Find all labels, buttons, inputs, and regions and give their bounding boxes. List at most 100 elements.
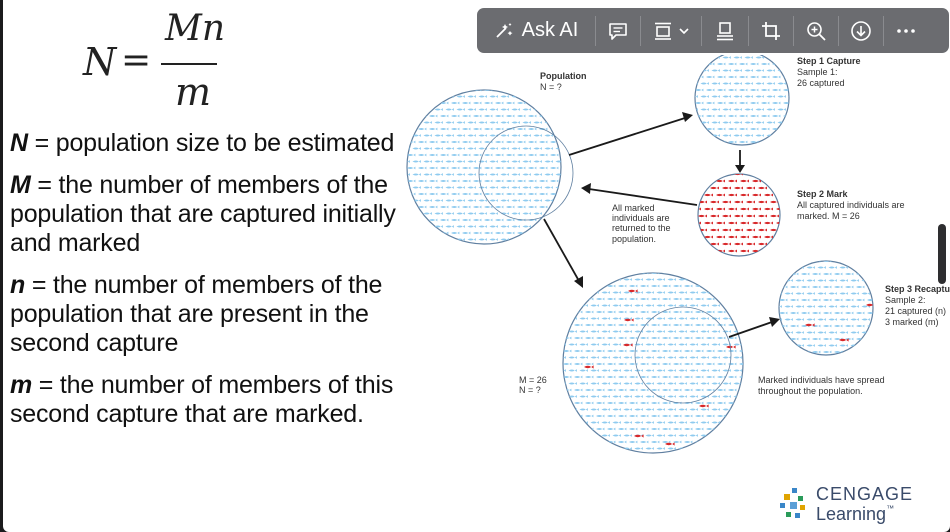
- fish-icon: [662, 284, 671, 288]
- crop-button[interactable]: [749, 8, 793, 53]
- fish-icon: [761, 127, 770, 131]
- more-button[interactable]: [884, 8, 928, 53]
- fish-icon: [739, 323, 743, 327]
- fish-icon: [812, 298, 821, 302]
- fish-icon: [412, 121, 421, 124]
- fish-icon: [484, 127, 493, 131]
- fish-icon: [522, 186, 531, 189]
- fish-icon: [522, 199, 531, 202]
- fish-icon: [629, 323, 638, 327]
- fish-icon: [779, 350, 788, 354]
- fish-icon: [484, 231, 493, 235]
- fish-icon: [612, 304, 621, 307]
- fish-icon: [500, 147, 509, 150]
- mark-recapture-diagram: Population N = ? Step 1 Capture Sample 1…: [401, 55, 950, 454]
- fish-icon: [684, 414, 693, 418]
- fish-icon: [856, 350, 865, 354]
- fish-icon: [645, 421, 654, 424]
- fish-icon: [755, 56, 764, 59]
- fish-icon: [656, 408, 665, 411]
- fish-icon: [552, 402, 560, 405]
- marked-fish-icon: [758, 214, 767, 218]
- fish-icon: [739, 362, 743, 366]
- fish-icon: [445, 212, 454, 215]
- fish-icon: [517, 179, 526, 183]
- fish-icon: [801, 298, 810, 302]
- fish-icon: [574, 362, 583, 366]
- fish-icon: [812, 350, 821, 354]
- fish-icon: [544, 238, 553, 241]
- fish-icon: [533, 95, 542, 98]
- fish-icon: [872, 331, 873, 334]
- fish-icon: [434, 238, 443, 241]
- marked-fish-icon: [740, 179, 749, 183]
- fish-icon: [695, 127, 704, 131]
- fish-icon: [601, 395, 610, 398]
- fish-icon: [418, 218, 427, 222]
- more-icon: [897, 28, 915, 33]
- fish-icon: [563, 310, 572, 314]
- fish-icon: [601, 278, 610, 281]
- fish-icon: [645, 330, 654, 333]
- fish-icon: [651, 414, 660, 418]
- fish-icon: [717, 273, 726, 275]
- fish-icon: [739, 375, 743, 379]
- fish-icon: [568, 330, 577, 333]
- fish-icon: [412, 212, 421, 215]
- fish-icon: [440, 205, 449, 209]
- fish-icon: [801, 337, 810, 341]
- step1-line2: 26 captured: [797, 78, 845, 88]
- fish-icon: [517, 205, 526, 209]
- fish-icon: [517, 166, 526, 170]
- fish-icon: [522, 212, 531, 215]
- fish-icon: [861, 292, 870, 295]
- fish-icon: [695, 349, 704, 353]
- marked-fish-icon: [623, 343, 633, 347]
- fish-icon: [489, 186, 498, 189]
- definition-M: M = the number of members of the populat…: [10, 171, 410, 258]
- fish-icon: [601, 434, 610, 437]
- ask-ai-button[interactable]: Ask AI: [477, 8, 595, 53]
- fish-icon: [579, 356, 588, 359]
- fish-icon: [839, 292, 848, 295]
- fish-icon: [728, 375, 737, 379]
- fish-icon: [563, 317, 566, 320]
- fish-icon: [667, 330, 676, 333]
- fish-icon: [574, 388, 583, 392]
- marked-fish-icon: [752, 207, 761, 211]
- fish-icon: [555, 212, 561, 215]
- fish-icon: [689, 395, 698, 398]
- marked-fish-icon: [776, 207, 780, 211]
- fish-icon: [834, 298, 843, 302]
- fish-icon: [733, 134, 742, 137]
- fish-icon: [733, 447, 742, 450]
- fish-icon: [612, 369, 621, 372]
- comment-button[interactable]: [596, 8, 640, 53]
- fish-icon: [695, 362, 704, 366]
- fish-icon: [401, 128, 404, 131]
- download-button[interactable]: [839, 8, 883, 53]
- fish-icon: [728, 310, 737, 314]
- fish-icon: [511, 199, 520, 202]
- fish-icon: [456, 173, 465, 176]
- fish-icon: [795, 305, 804, 308]
- fish-icon: [528, 127, 537, 131]
- fish-icon: [711, 408, 720, 411]
- fish-icon: [563, 278, 566, 281]
- fish-icon: [423, 238, 432, 241]
- fish-icon: [801, 272, 810, 276]
- zoom-button[interactable]: [794, 8, 838, 53]
- step3-line1: Sample 2:: [885, 295, 926, 305]
- fish-icon: [717, 297, 726, 301]
- frame-dropdown-button[interactable]: [641, 8, 701, 53]
- fish-icon: [684, 284, 693, 288]
- highlight-button[interactable]: [702, 8, 748, 53]
- fish-icon: [733, 317, 742, 320]
- fish-icon: [563, 349, 572, 353]
- fish-icon: [733, 382, 742, 385]
- m-label: M = 26: [519, 375, 547, 385]
- fish-icon: [495, 205, 504, 209]
- scrollbar-thumb[interactable]: [938, 224, 946, 284]
- fish-icon: [640, 427, 649, 431]
- fish-icon: [629, 273, 638, 275]
